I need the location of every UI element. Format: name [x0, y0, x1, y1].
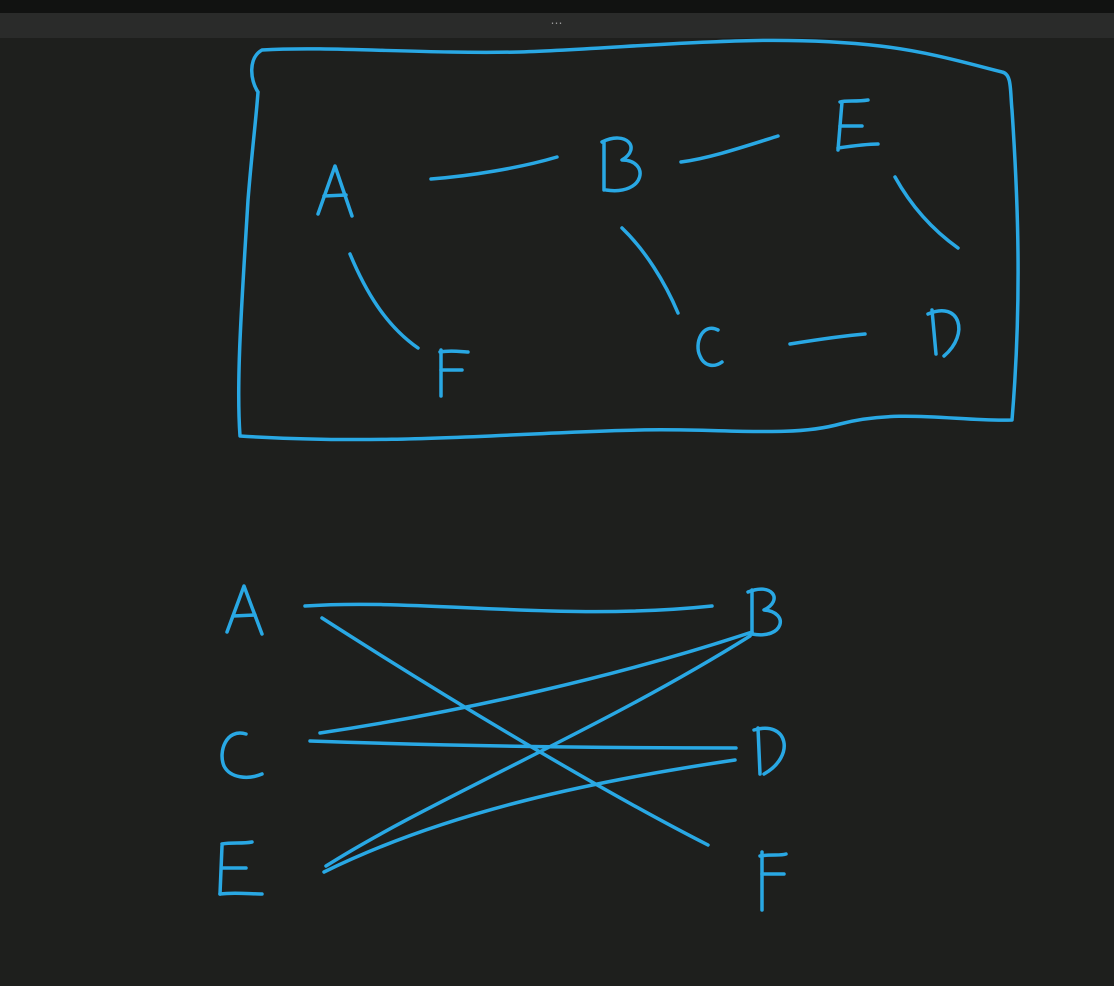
graph-box [236, 38, 1020, 442]
bipartite-edge-a-b [303, 602, 714, 614]
graph-edge-a-f [348, 252, 420, 350]
graph-edge-c-d [788, 332, 867, 346]
bipartite-edge-c-d [308, 739, 738, 750]
graph-node-d [926, 308, 961, 358]
bipartite-right-d [752, 726, 786, 776]
graph-node-c [696, 326, 724, 368]
bipartite-edge-e-d [322, 758, 737, 874]
whiteboard-canvas[interactable] [0, 38, 1114, 981]
graph-node-b [600, 136, 642, 193]
bipartite-left-c [220, 731, 264, 780]
graph-node-e [836, 98, 880, 152]
bipartite-left-e [218, 840, 264, 896]
bipartite-right-b [746, 587, 782, 637]
graph-node-f [438, 348, 470, 398]
whiteboard-drawing [218, 38, 1020, 912]
top-bar [0, 0, 1114, 13]
bipartite-edge-e-b [324, 634, 752, 868]
graph-node-a [316, 164, 354, 218]
bipartite-left-a [225, 584, 264, 636]
graph-edge-b-c [620, 226, 680, 315]
drag-handle-icon[interactable]: ⋯ [550, 15, 564, 30]
window-drag-bar[interactable]: ⋯ [0, 13, 1114, 38]
graph-edge-a-b [429, 155, 559, 181]
bipartite-edge-c-b [318, 630, 754, 735]
graph-edge-b-e [679, 134, 780, 164]
bipartite-right-f [758, 850, 788, 912]
bipartite-edge-a-f [320, 616, 710, 847]
graph-edge-e-d [893, 175, 960, 250]
